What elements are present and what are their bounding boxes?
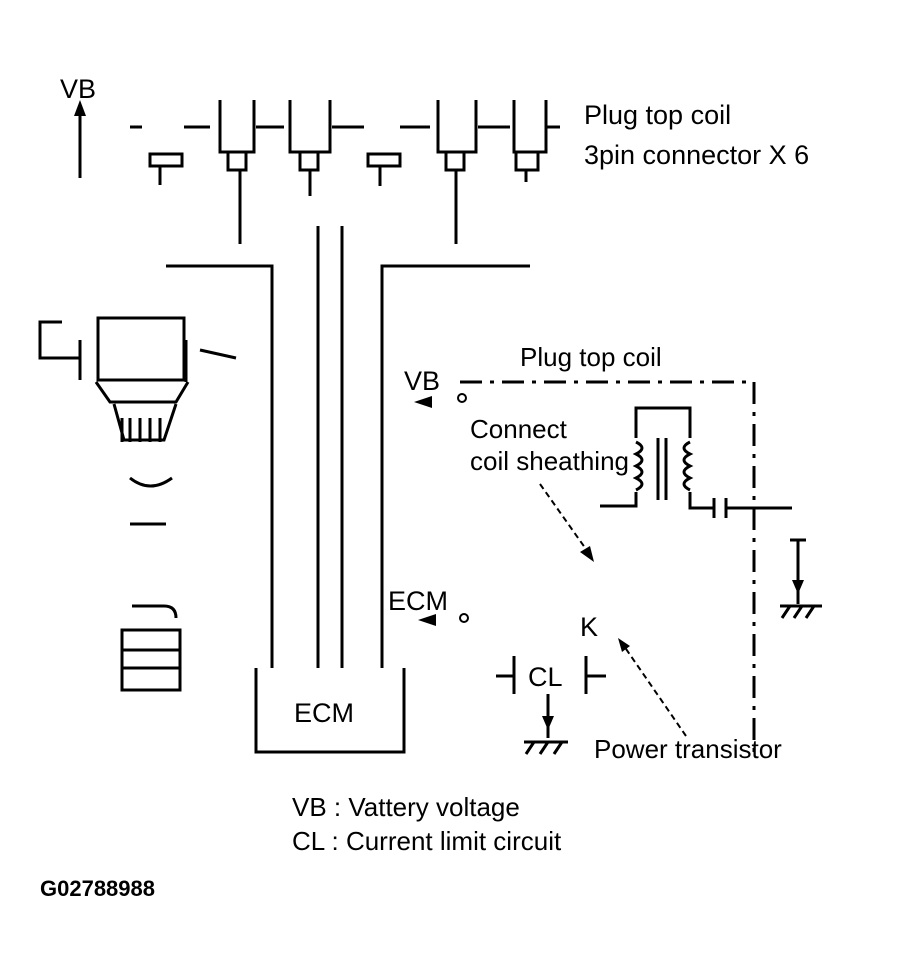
connector-count-label: 3pin connector X 6 <box>584 140 809 170</box>
ecm-box-label: ECM <box>294 698 354 728</box>
vb-inset-label: VB <box>404 366 440 396</box>
coil-sheathing-label: coil sheathing <box>470 446 629 476</box>
plug-top-coil-connectors <box>130 100 560 244</box>
coil-sheathing-pointer <box>539 483 594 562</box>
figure-code: G02788988 <box>40 876 155 901</box>
plug-top-coil-label: Plug top coil <box>584 100 731 130</box>
power-transistor-label: Power transistor <box>594 734 782 764</box>
plug-top-coil-outline <box>460 380 756 752</box>
vb-supply-arrow <box>74 100 86 178</box>
connector-2 <box>218 100 256 244</box>
transistor-k-label: K <box>580 612 598 642</box>
ground-symbol-right <box>780 538 822 619</box>
wire-harness <box>166 226 530 668</box>
current-limit-circuit <box>496 656 606 755</box>
connector-4 <box>366 152 402 186</box>
connect-label: Connect <box>470 414 568 444</box>
power-transistor-pointer <box>618 638 687 737</box>
cl-box-label: CL <box>528 662 563 692</box>
vb-terminal <box>414 393 467 408</box>
ignition-coil-icon <box>600 406 714 510</box>
spark-gap-icon <box>712 498 792 518</box>
ecm-terminal <box>418 613 469 626</box>
ecm-box <box>254 668 406 754</box>
connector-6 <box>512 100 548 182</box>
legend-vb: VB : Vattery voltage <box>292 792 520 822</box>
ecm-inset-label: ECM <box>388 586 448 616</box>
vb-top-label: VB <box>60 74 96 104</box>
legend-cl: CL : Current limit circuit <box>292 826 562 856</box>
plug-top-coil-inset-label: Plug top coil <box>520 342 662 372</box>
connector-1 <box>148 152 184 185</box>
connector-3 <box>288 100 332 196</box>
coil-plug-illustration <box>38 316 237 692</box>
connector-5 <box>436 100 478 244</box>
